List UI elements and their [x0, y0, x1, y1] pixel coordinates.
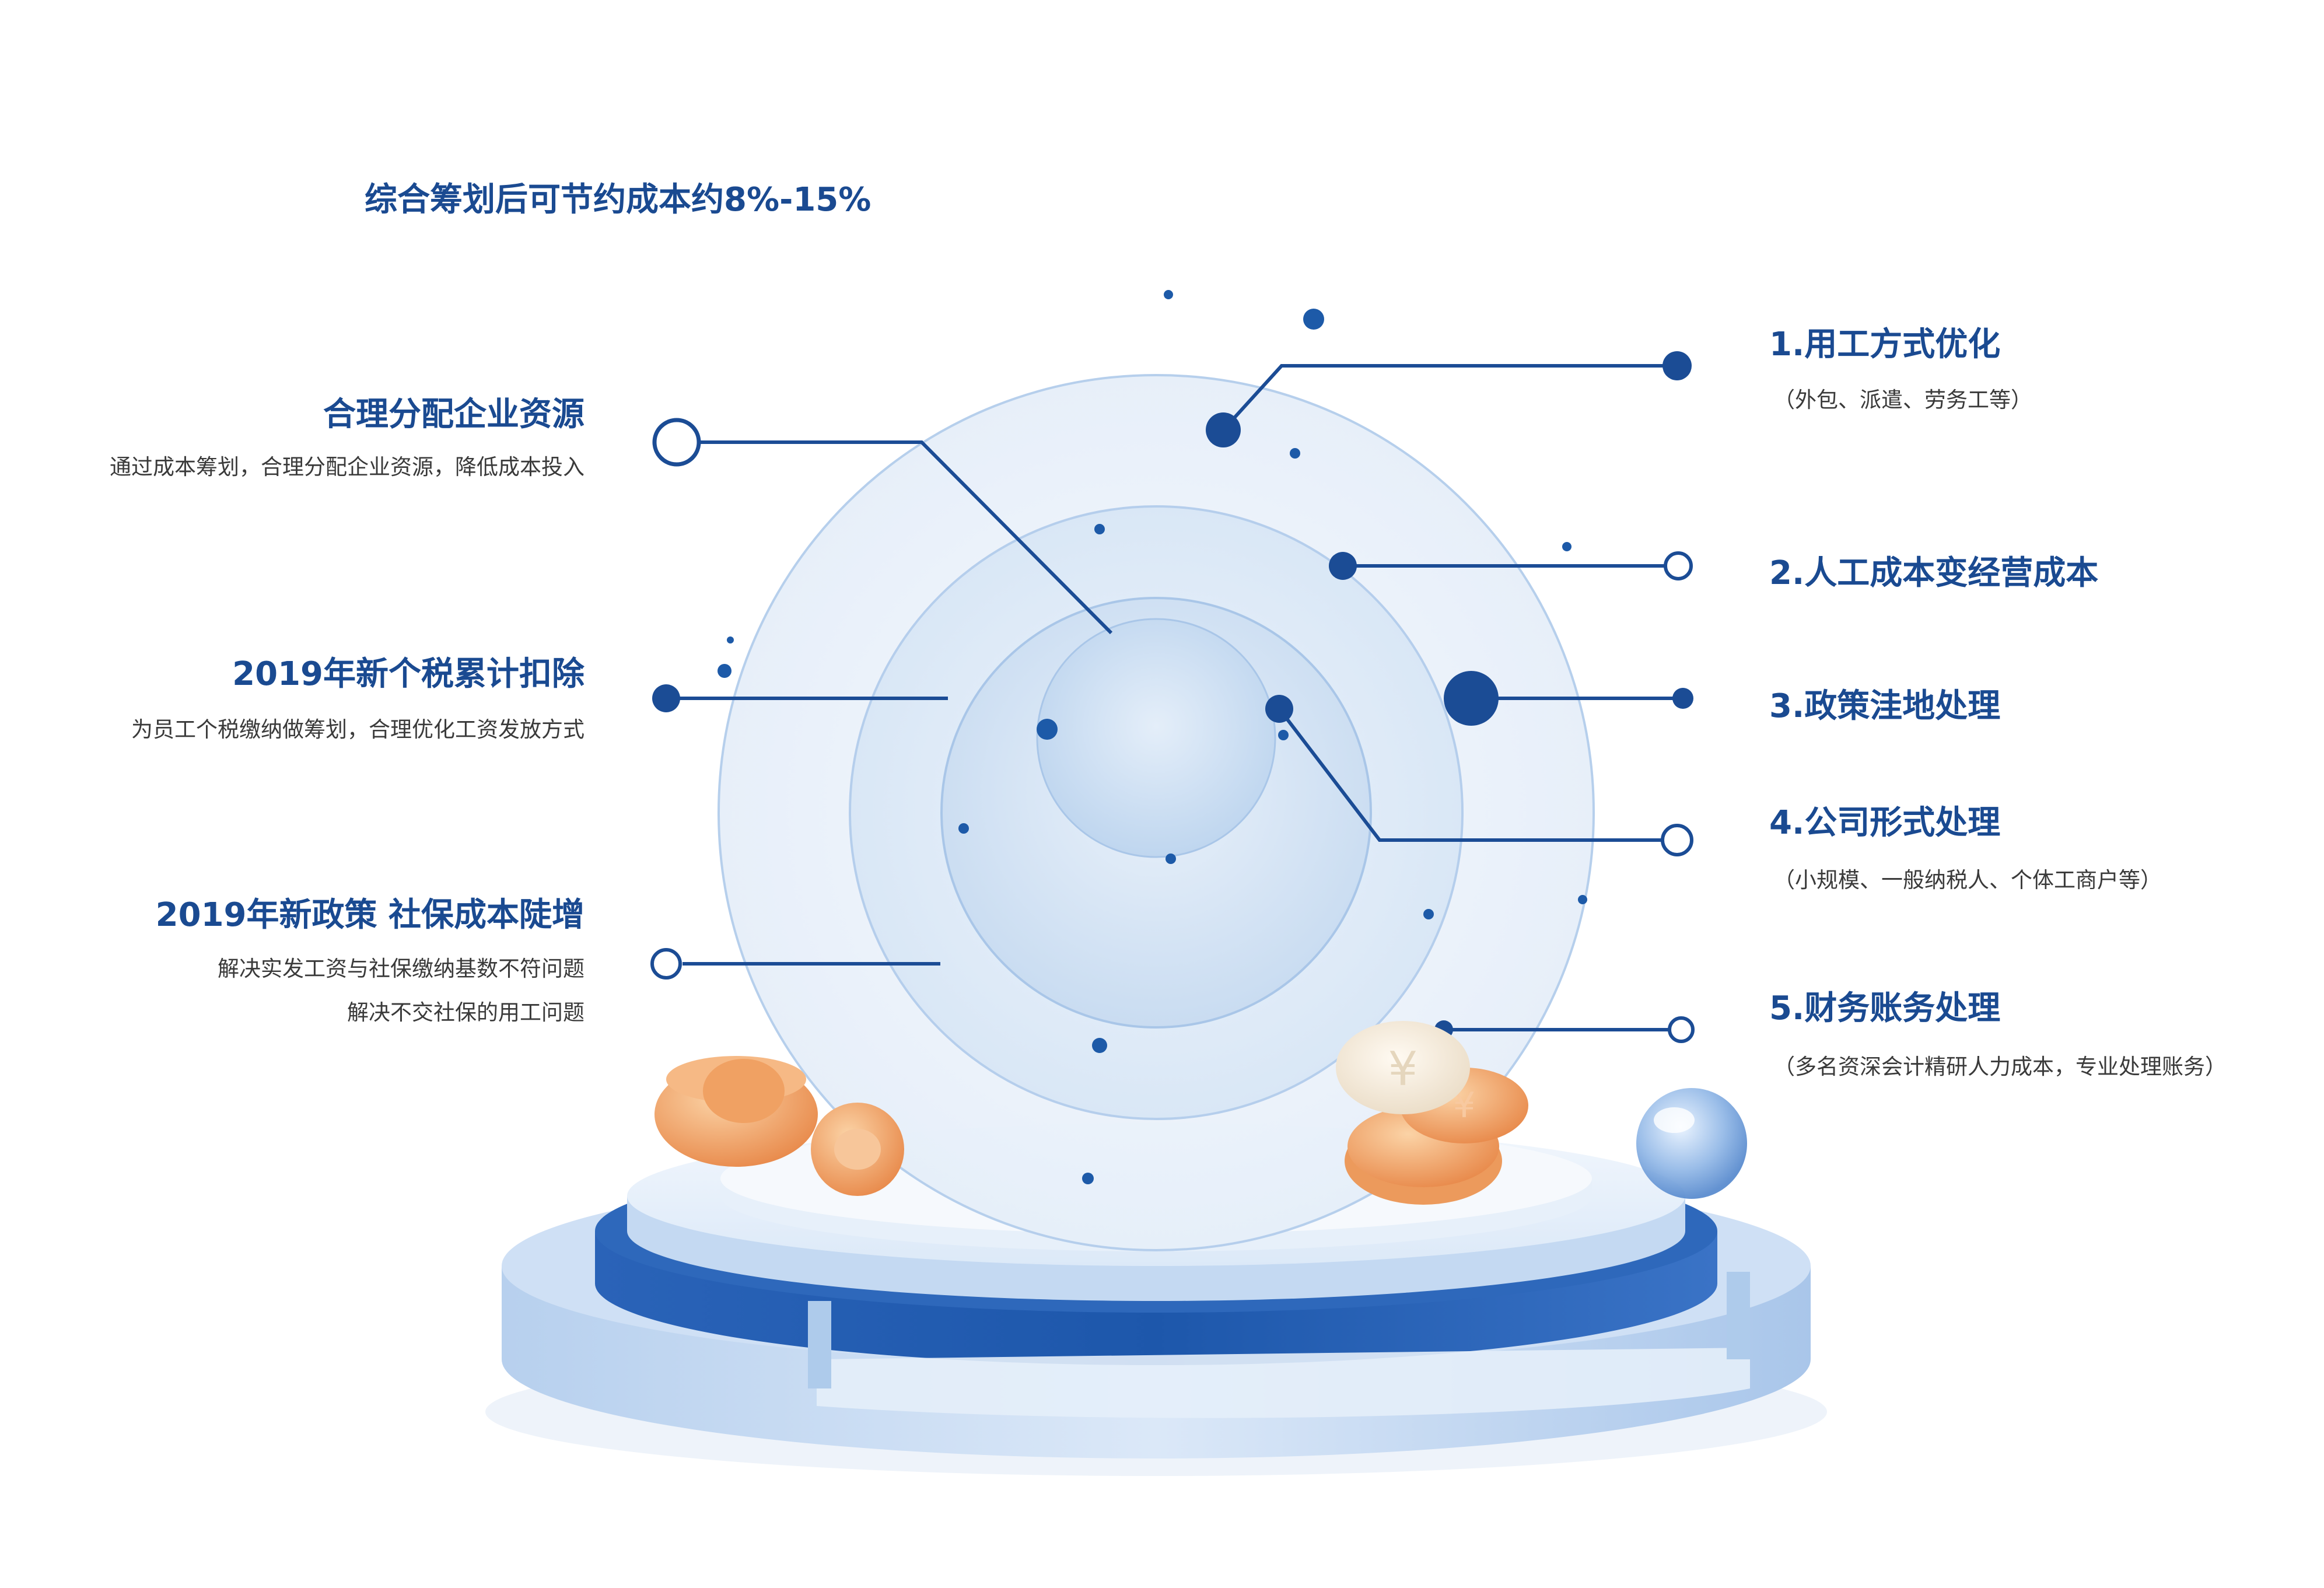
orbit-dot: [1278, 730, 1289, 740]
connector-start-r3: [1444, 671, 1499, 726]
pedestal-notch-right: [1727, 1272, 1750, 1359]
orbit-dot: [1166, 854, 1176, 864]
right-item-4-title: 4.公司形式处理: [1769, 804, 2001, 842]
left-connectors: [650, 418, 1113, 980]
orbit-dot: [727, 636, 734, 643]
pedestal-notch-left: [808, 1301, 831, 1388]
orbit-dot: [1578, 895, 1587, 904]
orbit-dot: [1082, 1173, 1094, 1184]
pedestal-front-slab: [817, 1348, 1750, 1418]
svg-text:¥: ¥: [1388, 1042, 1418, 1096]
connector-line-r4: [1278, 708, 1662, 842]
right-item-3-title: 3.政策洼地处理: [1769, 687, 2001, 725]
right-item-1-desc: （外包、派遣、劳务工等）: [1773, 387, 2032, 412]
connector-end-r5: [1668, 1016, 1695, 1043]
orbit-dot: [1290, 448, 1300, 459]
connector-end-r2: [1664, 551, 1693, 580]
orbit-dot: [1303, 309, 1324, 330]
connector-start-r4: [1265, 695, 1293, 723]
connector-start-r2: [1329, 552, 1357, 580]
connector-end-r4: [1661, 824, 1693, 856]
right-item-5-desc: （多名资深会计精研人力成本，专业处理账务）: [1773, 1054, 2227, 1079]
connector-line-1: [700, 440, 1113, 635]
left-item-1-title: 合理分配企业资源: [323, 396, 584, 433]
coin-stack-icon: ¥ ¥: [1336, 1021, 1528, 1205]
right-connectors: [1206, 351, 1695, 1043]
orbit-dot: [718, 664, 732, 678]
glass-ball-icon: [1636, 1088, 1747, 1199]
orbit-dot: [1037, 719, 1058, 740]
connector-end-r3: [1672, 688, 1693, 709]
left-item-3-title: 2019年新政策 社保成本陡增: [155, 896, 584, 934]
orbit-dot: [958, 823, 969, 834]
ring-core: [1036, 618, 1276, 858]
connector-end-hollow-3: [650, 948, 682, 980]
connector-start-r1: [1206, 412, 1241, 447]
right-item-5-title: 5.财务账务处理: [1769, 989, 2001, 1027]
gold-ingot-icon: [654, 1056, 904, 1196]
orbit-dot: [1562, 542, 1572, 551]
right-item-2-title: 2.人工成本变经营成本: [1769, 554, 2099, 592]
right-item-1-title: 1.用工方式优化: [1769, 326, 2001, 363]
orbit-dot: [1423, 909, 1434, 919]
orbit-dot: [1164, 290, 1173, 299]
orbit-dot: [1092, 1038, 1107, 1053]
connector-line-r1: [1222, 364, 1677, 432]
left-item-2-desc: 为员工个税缴纳做筹划，合理优化工资发放方式: [131, 717, 584, 742]
connector-end-hollow-1: [652, 418, 701, 467]
orbit-dot: [1094, 524, 1105, 534]
connector-end-solid-2: [652, 684, 680, 712]
left-item-3-desc-2: 解决不交社保的用工问题: [347, 1000, 584, 1025]
right-item-4-desc: （小规模、一般纳税人、个体工商户等）: [1773, 868, 2162, 893]
left-item-1-desc: 通过成本筹划，合理分配企业资源，降低成本投入: [110, 454, 584, 480]
headline: 综合筹划后可节约成本约8%-15%: [365, 181, 872, 219]
connector-end-r1: [1662, 351, 1692, 380]
left-item-2-title: 2019年新个税累计扣除: [232, 655, 584, 693]
left-item-3-desc-1: 解决实发工资与社保缴纳基数不符问题: [218, 956, 584, 981]
orbit-dots: [718, 290, 1587, 1184]
